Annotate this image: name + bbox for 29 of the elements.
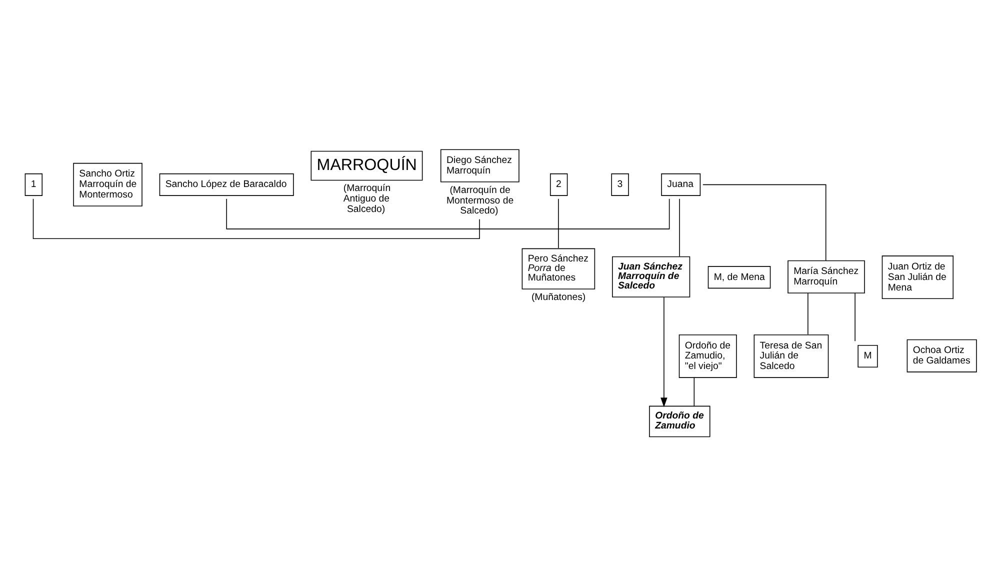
node-box: Ochoa Ortiz de Galdames	[906, 338, 977, 372]
node-box: Juan Ortiz de San Julián de Mena	[882, 255, 954, 299]
connector	[854, 292, 856, 341]
node-box: MARROQUÍN	[310, 150, 423, 180]
connector	[694, 376, 695, 406]
node-box: Sancho Ortiz Marroquín de Montermoso	[73, 162, 142, 206]
node-box: M, de Mena	[708, 266, 771, 288]
connector	[679, 198, 680, 256]
node-box: Teresa de San Julián de Salcedo	[754, 334, 829, 378]
connector	[32, 198, 480, 239]
node-box: María Sánchez Marroquín	[788, 260, 865, 293]
arrow	[660, 296, 668, 407]
node-label: (Muñatones)	[531, 291, 586, 302]
node-box: 1	[24, 172, 43, 196]
node-box: Pero Sánchez Porra de Muñatones	[522, 248, 596, 289]
node-box: 2	[550, 172, 568, 196]
node-box: 3	[611, 172, 629, 196]
node-box: Juan Sánchez Marroquín de Salcedo	[612, 256, 690, 297]
node-box: Juana	[661, 172, 701, 196]
node-box: Ordoño de Zamudio, "el viejo"	[678, 334, 737, 378]
connector	[558, 198, 559, 248]
connector	[226, 198, 670, 229]
node-box: Ordoño de Zamudio	[649, 405, 710, 437]
connector	[702, 184, 826, 261]
node-label: (Marroquín Antiguo de Salcedo)	[343, 182, 391, 215]
node-label: (Marroquín de Montermoso de Salcedo)	[446, 184, 514, 216]
node-box: Diego Sánchez Marroquín	[440, 148, 520, 182]
node-box: M	[858, 344, 878, 367]
node-box: Sancho López de Baracaldo	[159, 172, 294, 196]
